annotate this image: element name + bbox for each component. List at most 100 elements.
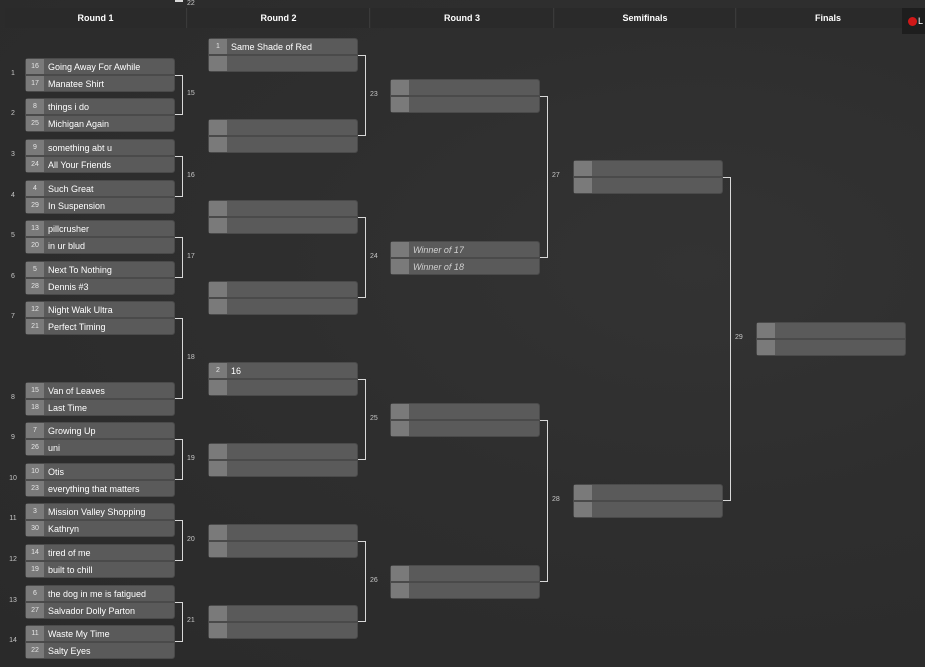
match-slot[interactable] [573,177,723,194]
match-28[interactable] [573,484,723,518]
round-header-2[interactable]: Round 2 [188,8,370,28]
match-17[interactable] [208,200,358,234]
seed-number: 6 [26,586,44,601]
match-slot[interactable] [208,298,358,315]
match-slot[interactable] [208,622,358,639]
match-slot[interactable] [208,443,358,460]
competitor-name: something abt u [48,142,113,153]
match-number: 8 [11,394,15,401]
match-16[interactable] [208,119,358,153]
match-slot[interactable] [573,484,723,501]
match-29[interactable] [756,322,906,356]
match-slot[interactable] [390,565,540,582]
match-24[interactable]: Winner of 17 Winner of 18 [390,241,540,275]
match-slot[interactable] [390,582,540,599]
match-slot[interactable] [573,501,723,518]
match-slot[interactable] [208,119,358,136]
match-slot[interactable] [390,403,540,420]
match-21[interactable] [208,524,358,558]
match-18[interactable] [208,281,358,315]
match-slot[interactable] [756,339,906,356]
match-slot[interactable] [390,79,540,96]
match-number: 9 [11,434,15,441]
round-header-1[interactable]: Round 1 [5,8,187,28]
match-slot[interactable] [208,379,358,396]
live-indicator[interactable]: L [902,8,925,34]
match-slot[interactable] [208,460,358,477]
match-slot[interactable]: Winner of 18 [390,258,540,275]
match-26[interactable] [390,565,540,599]
round-header-3[interactable]: Round 3 [371,8,554,28]
match-slot[interactable] [208,55,358,72]
match-slot[interactable] [208,541,358,558]
match-slot[interactable] [208,605,358,622]
match-slot[interactable] [390,96,540,113]
match-slot[interactable] [208,217,358,234]
match-slot[interactable] [573,160,723,177]
match-22[interactable] [208,605,358,639]
competitor-name: Winner of 18 [413,261,464,272]
match-slot[interactable] [208,524,358,541]
match-slot[interactable] [208,136,358,153]
match-slot[interactable] [208,200,358,217]
match-number: 23 [370,90,378,98]
competitor-name: Manatee Shirt [48,78,105,89]
match-23[interactable] [390,79,540,113]
match-slot[interactable] [208,281,358,298]
match-slot[interactable] [390,420,540,437]
round-header-finals[interactable]: Finals [737,8,920,28]
match-slot[interactable] [756,322,906,339]
round-header-semifinals[interactable]: Semifinals [555,8,736,28]
match-slot[interactable]: Winner of 17 [390,241,540,258]
match-27[interactable] [573,160,723,194]
match-25[interactable] [390,403,540,437]
match-20[interactable] [208,443,358,477]
